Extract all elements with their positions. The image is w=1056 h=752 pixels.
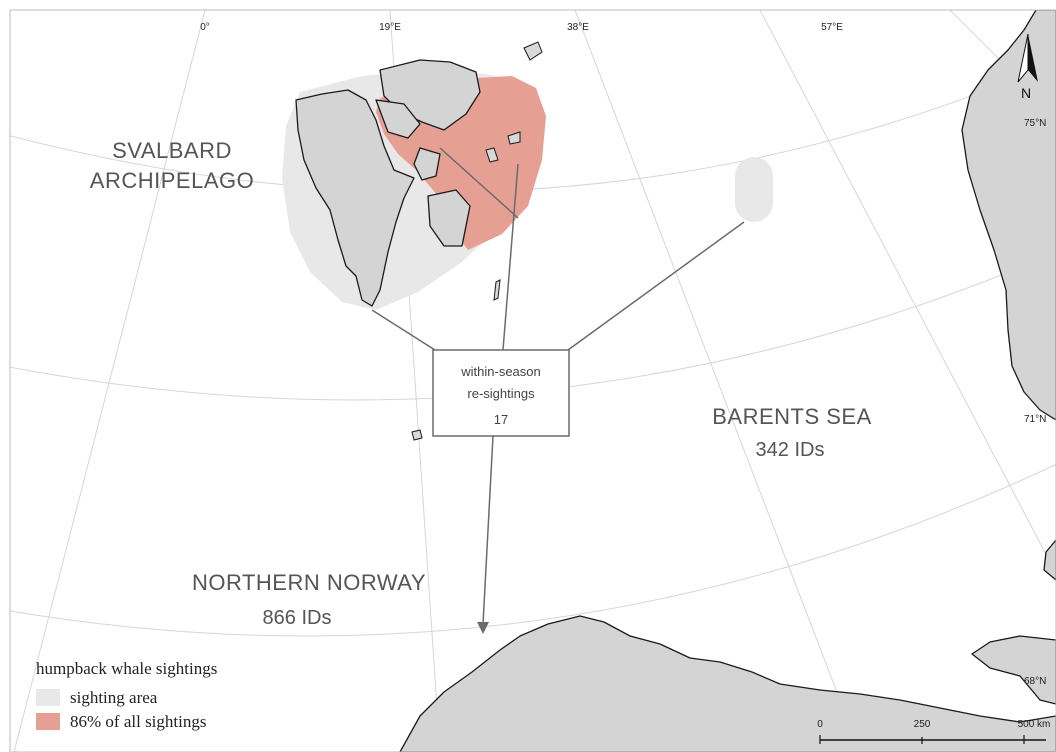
eastern-coast [1043, 539, 1056, 581]
kola-coast-east [971, 635, 1056, 705]
scale-label-0: 0 [817, 719, 823, 730]
legend-label-sighting-area: sighting area [70, 688, 158, 707]
legend-label-core-area: 86% of all sightings [70, 712, 206, 731]
north-arrow: N [1017, 33, 1038, 101]
resightings-count: 17 [494, 412, 508, 427]
resightings-line2: re-sightings [467, 386, 535, 401]
scale-label-250: 250 [914, 719, 931, 730]
legend-title: humpback whale sightings [36, 659, 217, 678]
lon-label-0: 0° [200, 22, 210, 33]
resightings-line1: within-season [460, 364, 541, 379]
lat-label-68n: 68°N [1024, 676, 1046, 687]
scale-bar: 0 250 500 km [817, 719, 1050, 744]
connector-arrowhead [477, 622, 489, 634]
legend-swatch-core-area [36, 713, 60, 730]
northern-norway-land [399, 615, 1056, 752]
barents-sea-ids: 342 IDs [756, 439, 825, 461]
northern-norway-label: NORTHERN NORWAY [192, 570, 426, 595]
resightings-box: within-season re-sightings 17 [432, 349, 570, 437]
barents-sighting-area [735, 157, 773, 222]
svalbard-label-line1: SVALBARD [112, 138, 232, 163]
map-frame [9, 9, 1056, 752]
legend-swatch-sighting-area [36, 689, 60, 706]
svalbard-land [295, 41, 543, 441]
novaya-zemlya [961, 10, 1056, 421]
legend: humpback whale sightings sighting area 8… [36, 659, 217, 731]
barents-sea-label: BARENTS SEA [712, 404, 872, 429]
lon-label-19e: 19°E [379, 22, 401, 33]
lat-label-71n: 71°N [1024, 414, 1046, 425]
lon-label-57e: 57°E [821, 22, 843, 33]
svalbard-label-line2: ARCHIPELAGO [90, 168, 254, 193]
northern-norway-ids: 866 IDs [263, 607, 332, 629]
lon-label-38e: 38°E [567, 22, 589, 33]
resighting-connectors [371, 147, 745, 634]
north-arrow-label: N [1021, 85, 1031, 101]
scale-label-500: 500 km [1018, 719, 1051, 730]
lat-label-75n: 75°N [1024, 118, 1046, 129]
